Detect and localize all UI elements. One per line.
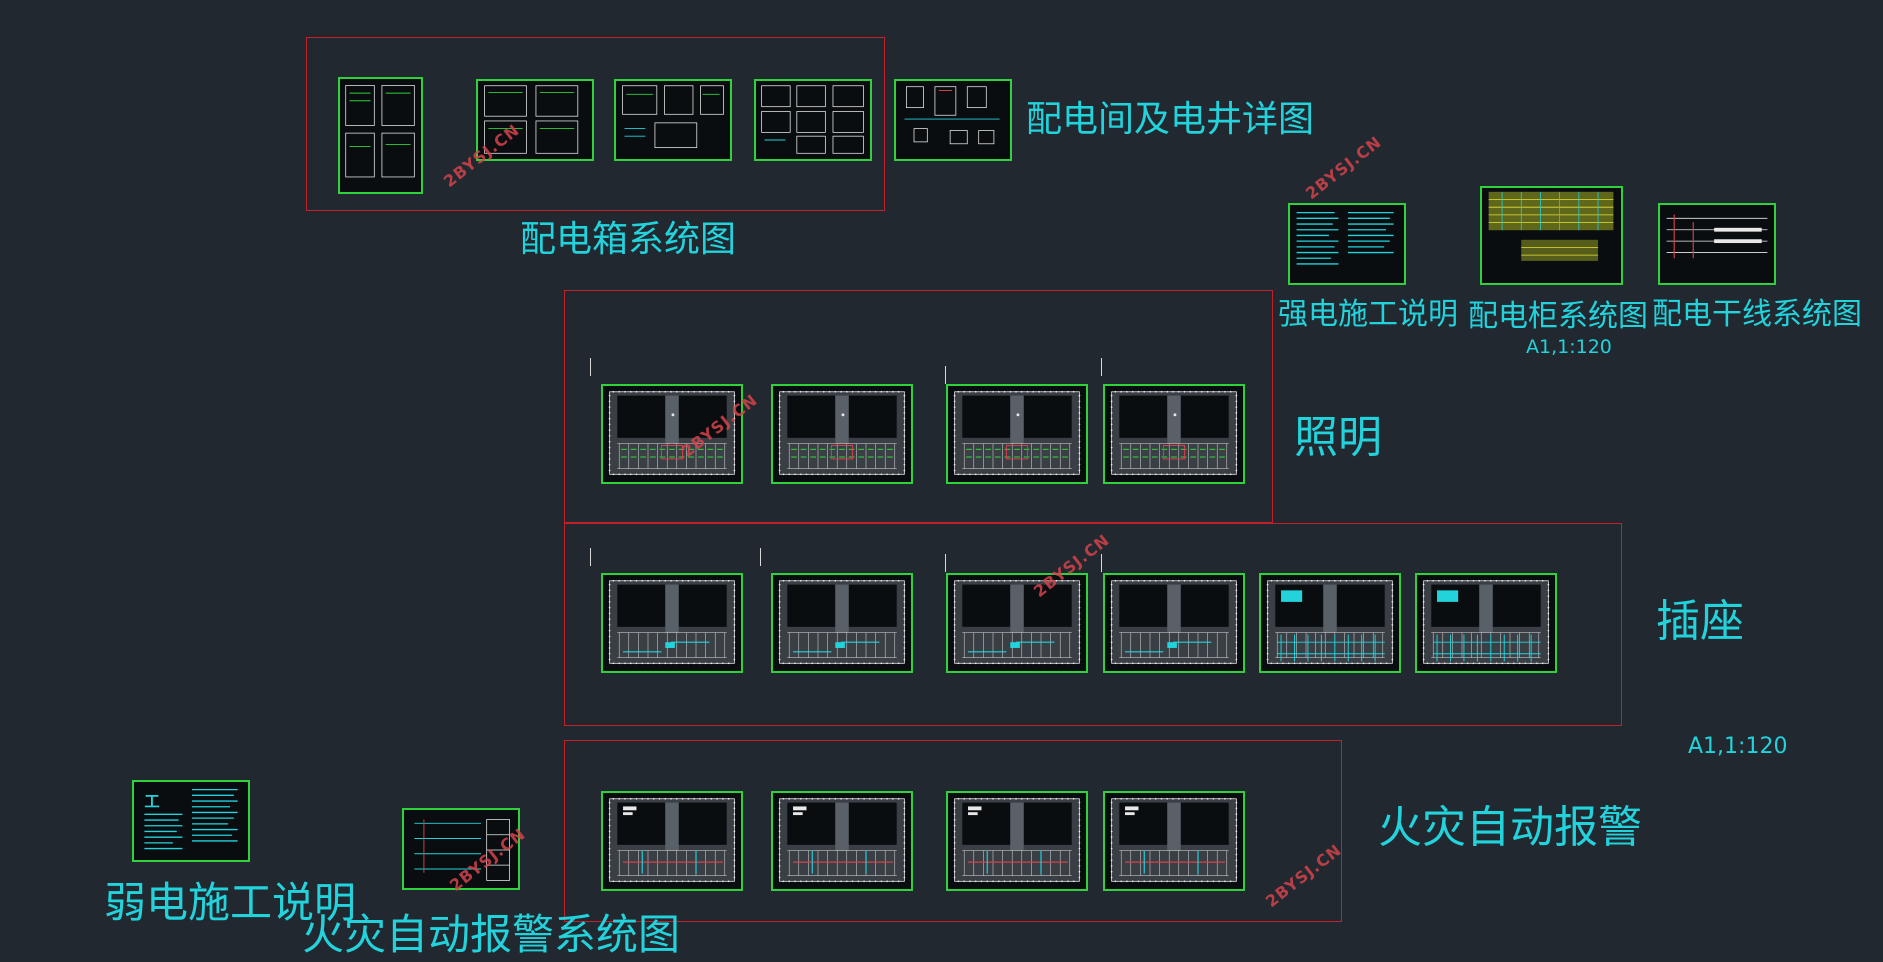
room-shaft-detail-label: 配电间及电井详图 (1026, 99, 1315, 140)
sheet-marker (590, 548, 591, 566)
sheet-content (1488, 191, 1614, 261)
sheet-marker (1101, 358, 1102, 376)
socket-group-frame (564, 523, 1622, 726)
fire-alarm-label: 火灾自动报警 (1378, 802, 1642, 853)
drawing-sheet-fire-alarm-plan-3[interactable] (946, 791, 1088, 891)
drawing-sheet-fire-alarm-plan-4[interactable] (1103, 791, 1245, 891)
drawing-sheet-socket-plan-5[interactable] (1259, 573, 1401, 673)
drawing-sheet-socket-plan-1[interactable] (601, 573, 743, 673)
distribution-box-group-frame (306, 37, 885, 211)
floor-plan-drawing (953, 579, 1081, 665)
sheet-content (345, 85, 415, 178)
floor-plan-drawing (608, 390, 736, 476)
weak-construction-notes-label: 弱电施工说明 (104, 878, 357, 927)
floor-plan-drawing (778, 797, 906, 883)
floor-plan-drawing (1422, 579, 1550, 665)
socket-label: 插座 (1656, 596, 1744, 647)
fire-alarm-group-frame (564, 740, 1342, 922)
sheet-content (622, 85, 724, 148)
drawing-sheet-lighting-plan-4[interactable] (1103, 384, 1245, 484)
watermark: 2BYSJ.CN (1302, 132, 1386, 203)
drawing-sheet-distribution-box-3[interactable] (614, 79, 732, 161)
drawing-sheet-lighting-plan-2[interactable] (771, 384, 913, 484)
scale-note-label: A1,1:120 (1688, 734, 1788, 759)
distribution-box-system-label: 配电箱系统图 (520, 219, 737, 260)
drawing-sheet-lighting-plan-1[interactable] (601, 384, 743, 484)
drawing-sheet-fire-alarm-plan-2[interactable] (771, 791, 913, 891)
drawing-sheet-fire-alarm-system[interactable] (402, 808, 520, 890)
drawing-sheet-room-shaft-detail[interactable] (894, 79, 1012, 161)
sheet-marker (945, 554, 946, 572)
sheet-content (761, 85, 864, 154)
drawing-sheet-distribution-box-4[interactable] (754, 79, 872, 161)
drawing-sheet-strong-notes[interactable] (1288, 203, 1406, 285)
cabinet-scale-label: A1,1:120 (1526, 336, 1612, 358)
drawing-sheet-socket-plan-6[interactable] (1415, 573, 1557, 673)
floor-plan-drawing (1110, 797, 1238, 883)
sheet-marker (1101, 554, 1102, 572)
sheet-marker (760, 548, 761, 566)
floor-plan-drawing (1110, 390, 1238, 476)
lighting-label: 照明 (1294, 412, 1382, 463)
drawing-sheet-weak-notes[interactable]: 工 (132, 780, 250, 862)
sheet-content (1666, 214, 1768, 259)
floor-plan-drawing (953, 797, 1081, 883)
fire-alarm-system-label: 火灾自动报警系统图 (302, 910, 681, 959)
sheet-content (484, 85, 579, 154)
drawing-sheet-distribution-box-2[interactable] (476, 79, 594, 161)
svg-text:工: 工 (144, 793, 159, 811)
drawing-sheet-socket-plan-4[interactable] (1103, 573, 1245, 673)
floor-plan-drawing (778, 579, 906, 665)
floor-plan-drawing (608, 579, 736, 665)
drawing-sheet-distribution-box-1[interactable] (338, 77, 423, 194)
lighting-group-frame (564, 290, 1273, 523)
floor-plan-drawing (1110, 579, 1238, 665)
sheet-content (414, 819, 510, 881)
sheet-marker (590, 358, 591, 376)
floor-plan-drawing (608, 797, 736, 883)
drawing-sheet-fire-alarm-plan-1[interactable] (601, 791, 743, 891)
sheet-content (1296, 211, 1394, 265)
drawing-sheet-lighting-plan-3[interactable] (946, 384, 1088, 484)
drawing-sheet-cabinet-system[interactable] (1480, 186, 1623, 285)
drawing-sheet-socket-plan-2[interactable] (771, 573, 913, 673)
drawing-sheet-socket-plan-3[interactable] (946, 573, 1088, 673)
sheet-marker (945, 366, 946, 384)
trunk-system-label: 配电干线系统图 (1652, 297, 1862, 332)
strong-construction-notes-label: 强电施工说明 (1278, 297, 1458, 332)
floor-plan-drawing (1266, 579, 1394, 665)
drawing-sheet-trunk-system[interactable] (1658, 203, 1776, 285)
floor-plan-drawing (953, 390, 1081, 476)
cabinet-system-label: 配电柜系统图 (1468, 299, 1648, 334)
floor-plan-drawing (778, 390, 906, 476)
sheet-content (904, 86, 1000, 145)
sheet-content: 工 (144, 788, 238, 850)
